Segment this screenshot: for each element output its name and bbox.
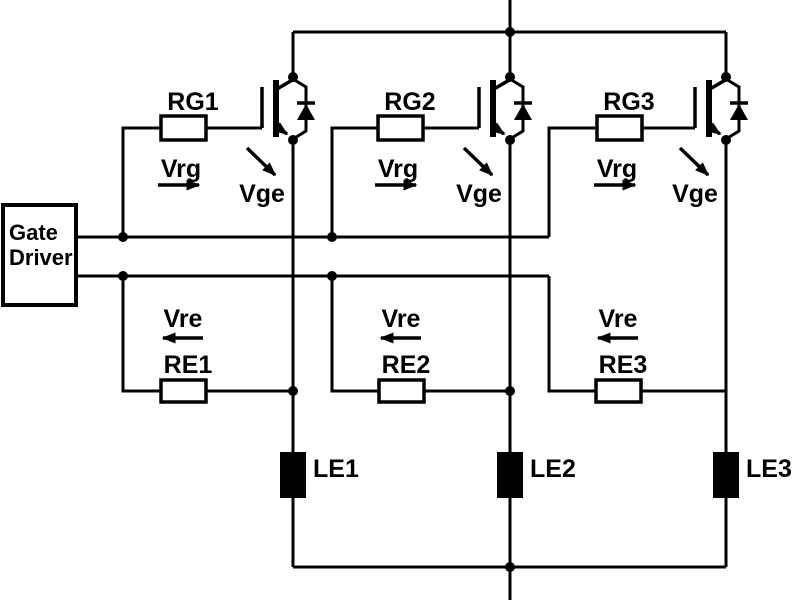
rg2-label: RG2 <box>384 88 435 116</box>
vre1-label: Vre <box>164 305 203 333</box>
le1-label: LE1 <box>313 455 359 483</box>
vre3-label: Vre <box>599 305 638 333</box>
igbt1-symbol <box>260 72 315 145</box>
re3-resistor <box>594 378 643 404</box>
gate-loop1-wire <box>121 126 161 237</box>
junction-dot <box>721 72 731 82</box>
igbt2-symbol <box>477 72 532 145</box>
igbt-cell-2: RG2 Vrg Vge Vre RE2 LE2 <box>327 27 576 572</box>
le2-inductor <box>497 452 523 498</box>
le1-inductor <box>280 452 306 498</box>
gate-driver-label-line1: Gate <box>9 220 58 245</box>
igbt-cell-3: RG3 Vrg Vge Vre RE3 LE3 <box>547 32 792 567</box>
gate-driver-label-line2: Driver <box>9 245 73 270</box>
emitter-loop1-wire <box>121 276 161 393</box>
le2-label: LE2 <box>530 455 576 483</box>
igbt1-diode <box>292 77 315 141</box>
le3-inductor <box>713 452 739 498</box>
igbt1-emitter-arrow <box>273 122 289 136</box>
igbt2-diode <box>509 77 532 141</box>
igbt3-symbol <box>693 72 748 145</box>
igbt-cell-1: RG1 Vrg Vge Vre RE1 LE1 <box>118 32 359 567</box>
emitter-loop2-wire <box>330 276 379 393</box>
igbt3-diode-triangle <box>730 104 748 120</box>
junction-dot <box>118 271 128 281</box>
vre2-label: Vre <box>382 305 421 333</box>
junction-dot <box>118 232 128 242</box>
junction-dot <box>288 135 298 145</box>
re1-label: RE1 <box>164 351 213 379</box>
vge2-label: Vge <box>456 180 502 208</box>
re1-resistor <box>159 378 208 404</box>
junction-dot <box>505 135 515 145</box>
junction-dot <box>505 386 515 396</box>
igbt2-emitter-arrow <box>490 122 506 136</box>
junction-dot <box>505 27 515 37</box>
junction-dot <box>327 271 337 281</box>
vge3-label: Vge <box>672 180 718 208</box>
re2-label: RE2 <box>382 351 431 379</box>
igbt3-diode <box>725 77 748 141</box>
igbt3-emitter-arrow <box>706 122 722 136</box>
vrg1-label: Vrg <box>161 155 201 183</box>
rg1-label: RG1 <box>167 88 219 116</box>
junction-dot <box>505 72 515 82</box>
gate-driver-box <box>1 203 78 307</box>
rg3-resistor <box>595 114 644 142</box>
rg1-resistor <box>159 114 208 142</box>
igbt1-diode-triangle <box>297 104 315 120</box>
re2-resistor <box>377 378 426 404</box>
gate-driver-block: Gate Driver <box>1 203 78 307</box>
vge1-label: Vge <box>239 180 285 208</box>
igbt2-diode-triangle <box>514 104 532 120</box>
vrg3-label: Vrg <box>597 155 637 183</box>
junction-dot <box>721 135 731 145</box>
junction-dot <box>327 232 337 242</box>
vge2-arrow-diagonal-icon <box>462 146 494 177</box>
gate-loop2-wire <box>330 126 378 237</box>
vrg2-label: Vrg <box>378 155 418 183</box>
gate-loop3-wire <box>547 126 597 237</box>
vge1-arrow-diagonal-icon <box>245 146 277 177</box>
re3-label: RE3 <box>599 351 648 379</box>
vge3-arrow-diagonal-icon <box>678 146 710 177</box>
junction-dot <box>288 72 298 82</box>
le3-label: LE3 <box>746 455 792 483</box>
rg3-label: RG3 <box>603 88 654 116</box>
junction-dot <box>288 386 298 396</box>
junction-dot <box>505 562 515 572</box>
emitter-loop3-wire <box>547 276 596 393</box>
rg2-resistor <box>376 114 425 142</box>
